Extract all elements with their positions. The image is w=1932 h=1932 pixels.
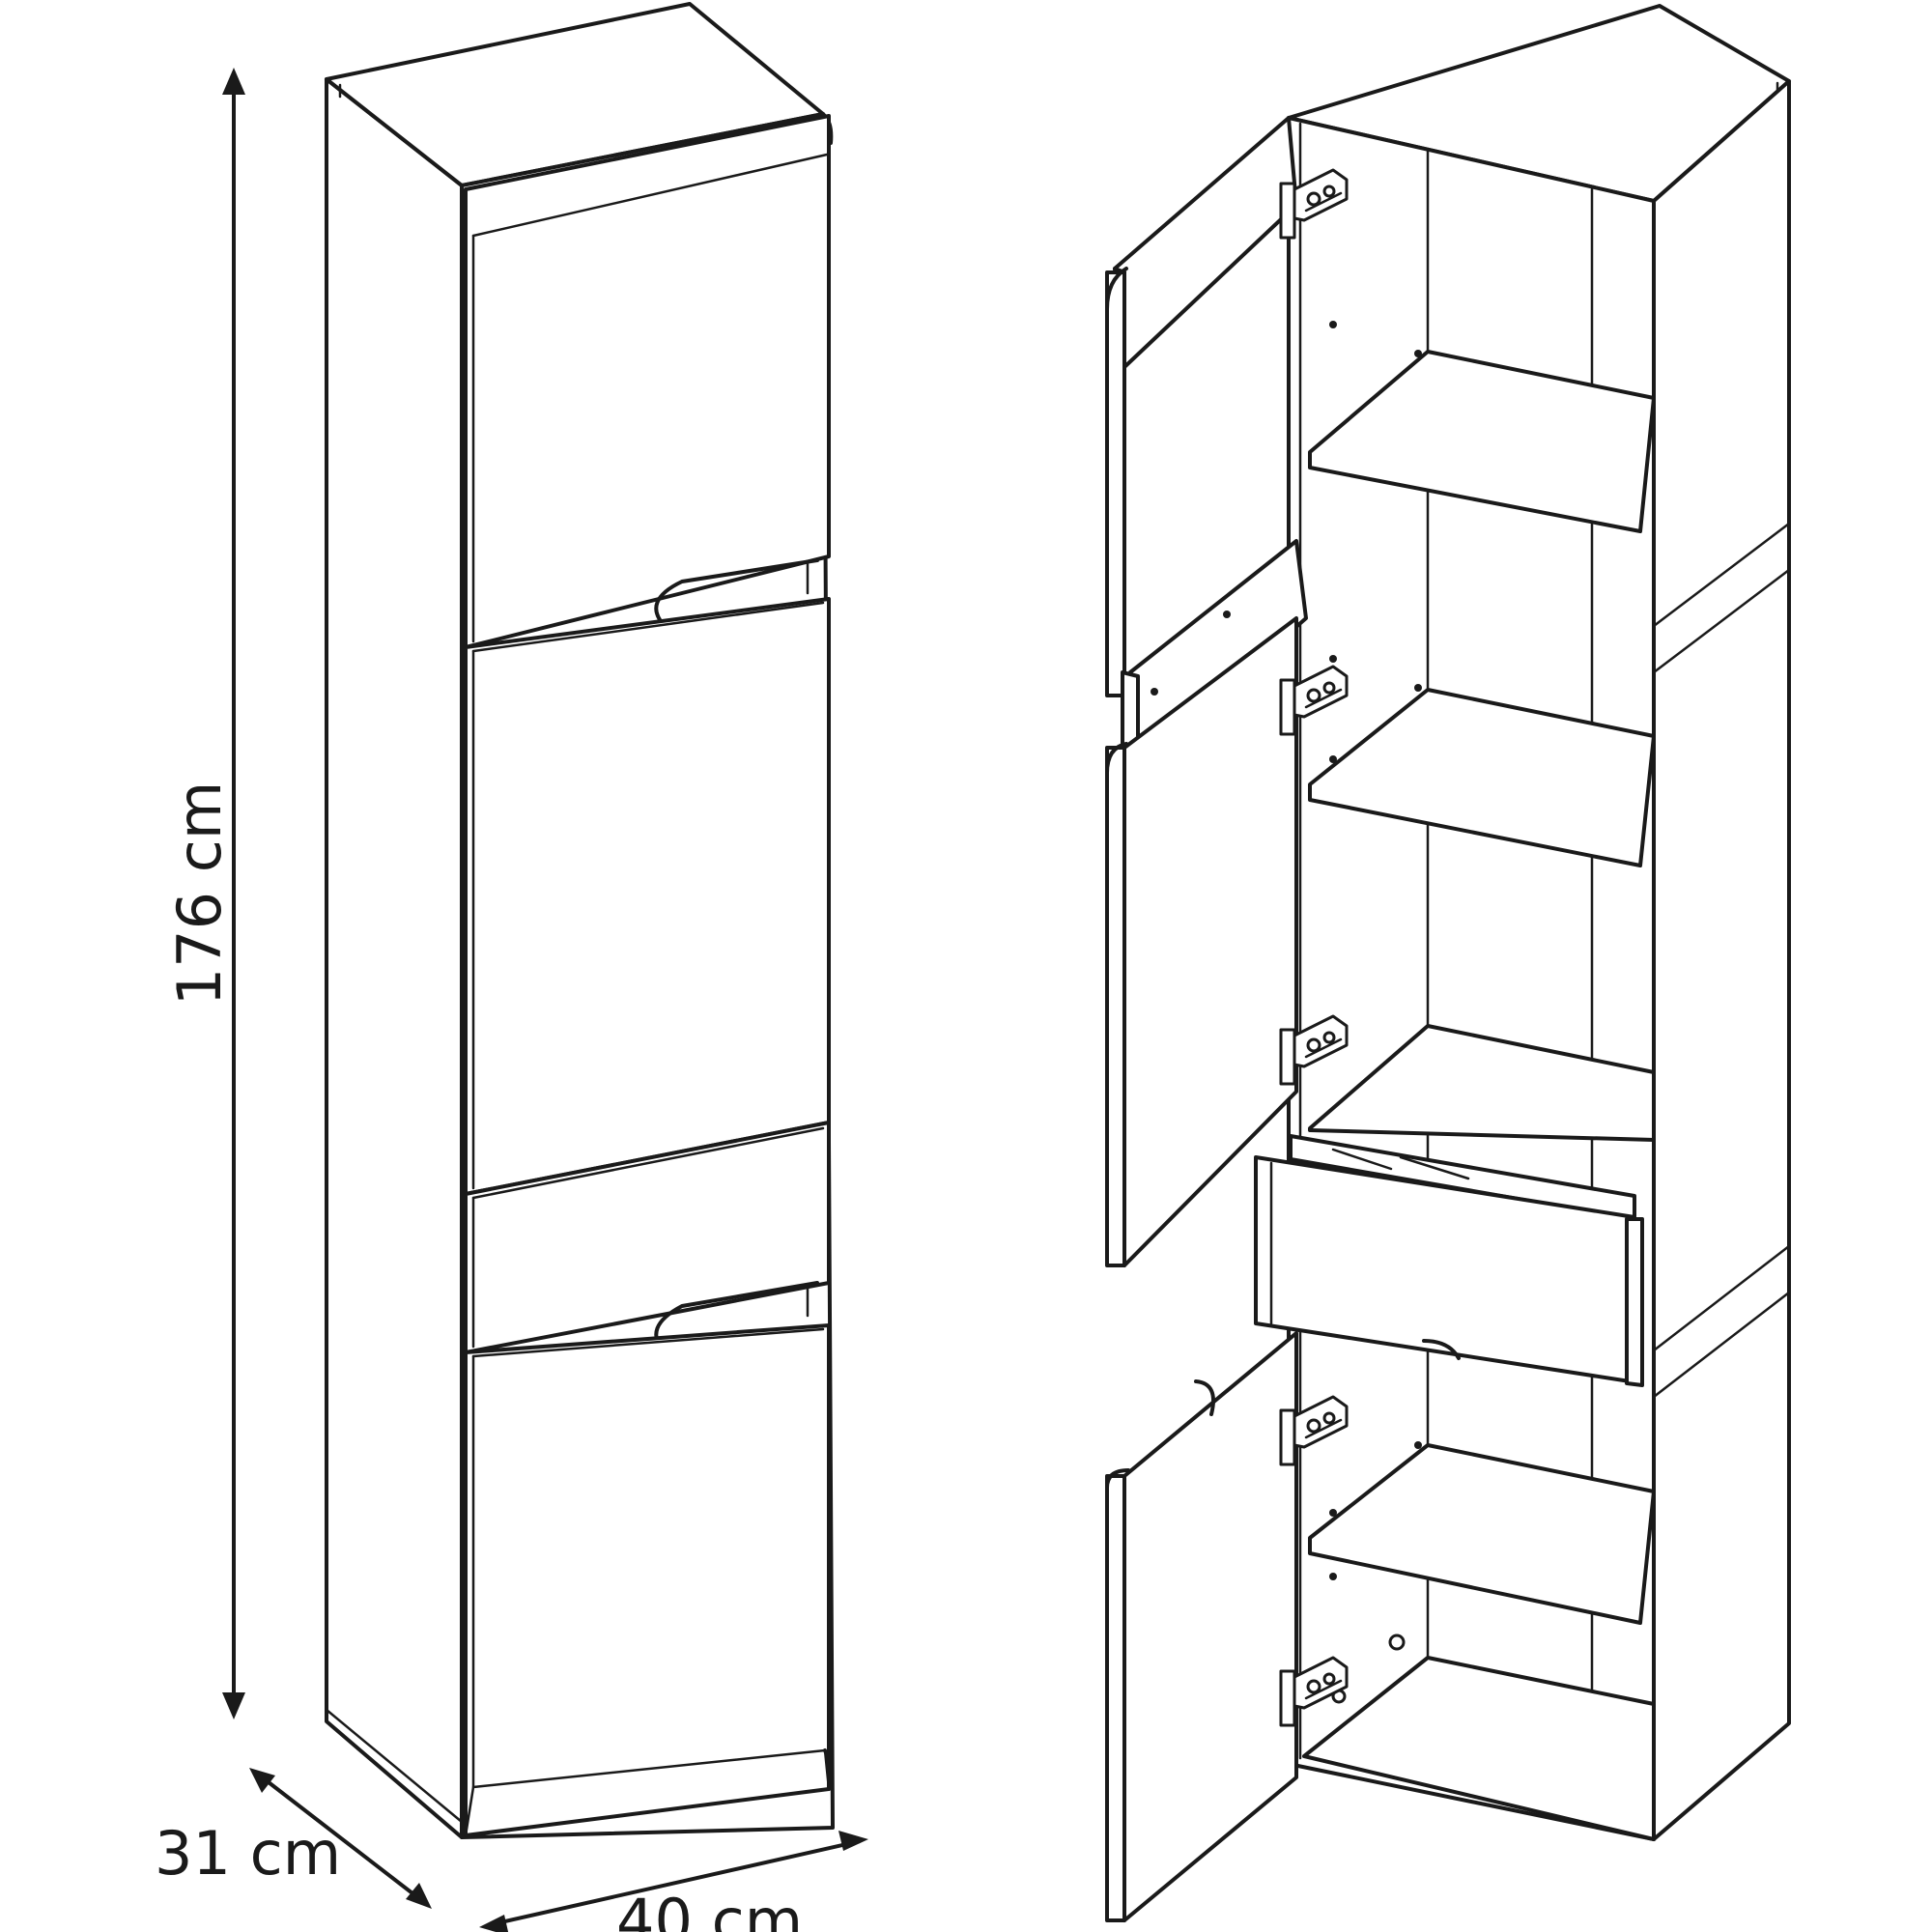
depth-dimension: 31 cm [155,1768,432,1909]
open-middle-door [1105,616,1298,1267]
open-cabinet [1105,4,1791,1922]
open-drawer [1254,1134,1644,1387]
width-label: 40 cm [616,1886,803,1932]
width-dimension: 40 cm [479,1831,868,1932]
shelf-1 [1308,350,1656,533]
hinge-2 [1279,665,1349,736]
shelf-pin-holes [1329,321,1422,1580]
bottom-door [464,1323,833,1837]
open-bottom-door [1105,1331,1298,1922]
depth-label: 31 cm [155,1818,341,1889]
height-dimension: 176 cm [164,68,245,1719]
hinge-1 [1279,168,1349,240]
cabinet-side-panel [325,77,464,1839]
hinge-5 [1279,1656,1349,1727]
height-label: 176 cm [164,781,235,1007]
open-cabinet-bottom [1302,1656,1656,1841]
hinge-4 [1279,1395,1349,1466]
hinge-3 [1279,1014,1349,1086]
closed-cabinet [325,2,835,1839]
shelf-3 [1308,1024,1656,1142]
shelf-2 [1308,688,1656,867]
middle-door [464,597,831,1196]
open-cabinet-right-side [1652,79,1791,1841]
upper-door [464,114,831,649]
shelf-4 [1308,1443,1656,1625]
